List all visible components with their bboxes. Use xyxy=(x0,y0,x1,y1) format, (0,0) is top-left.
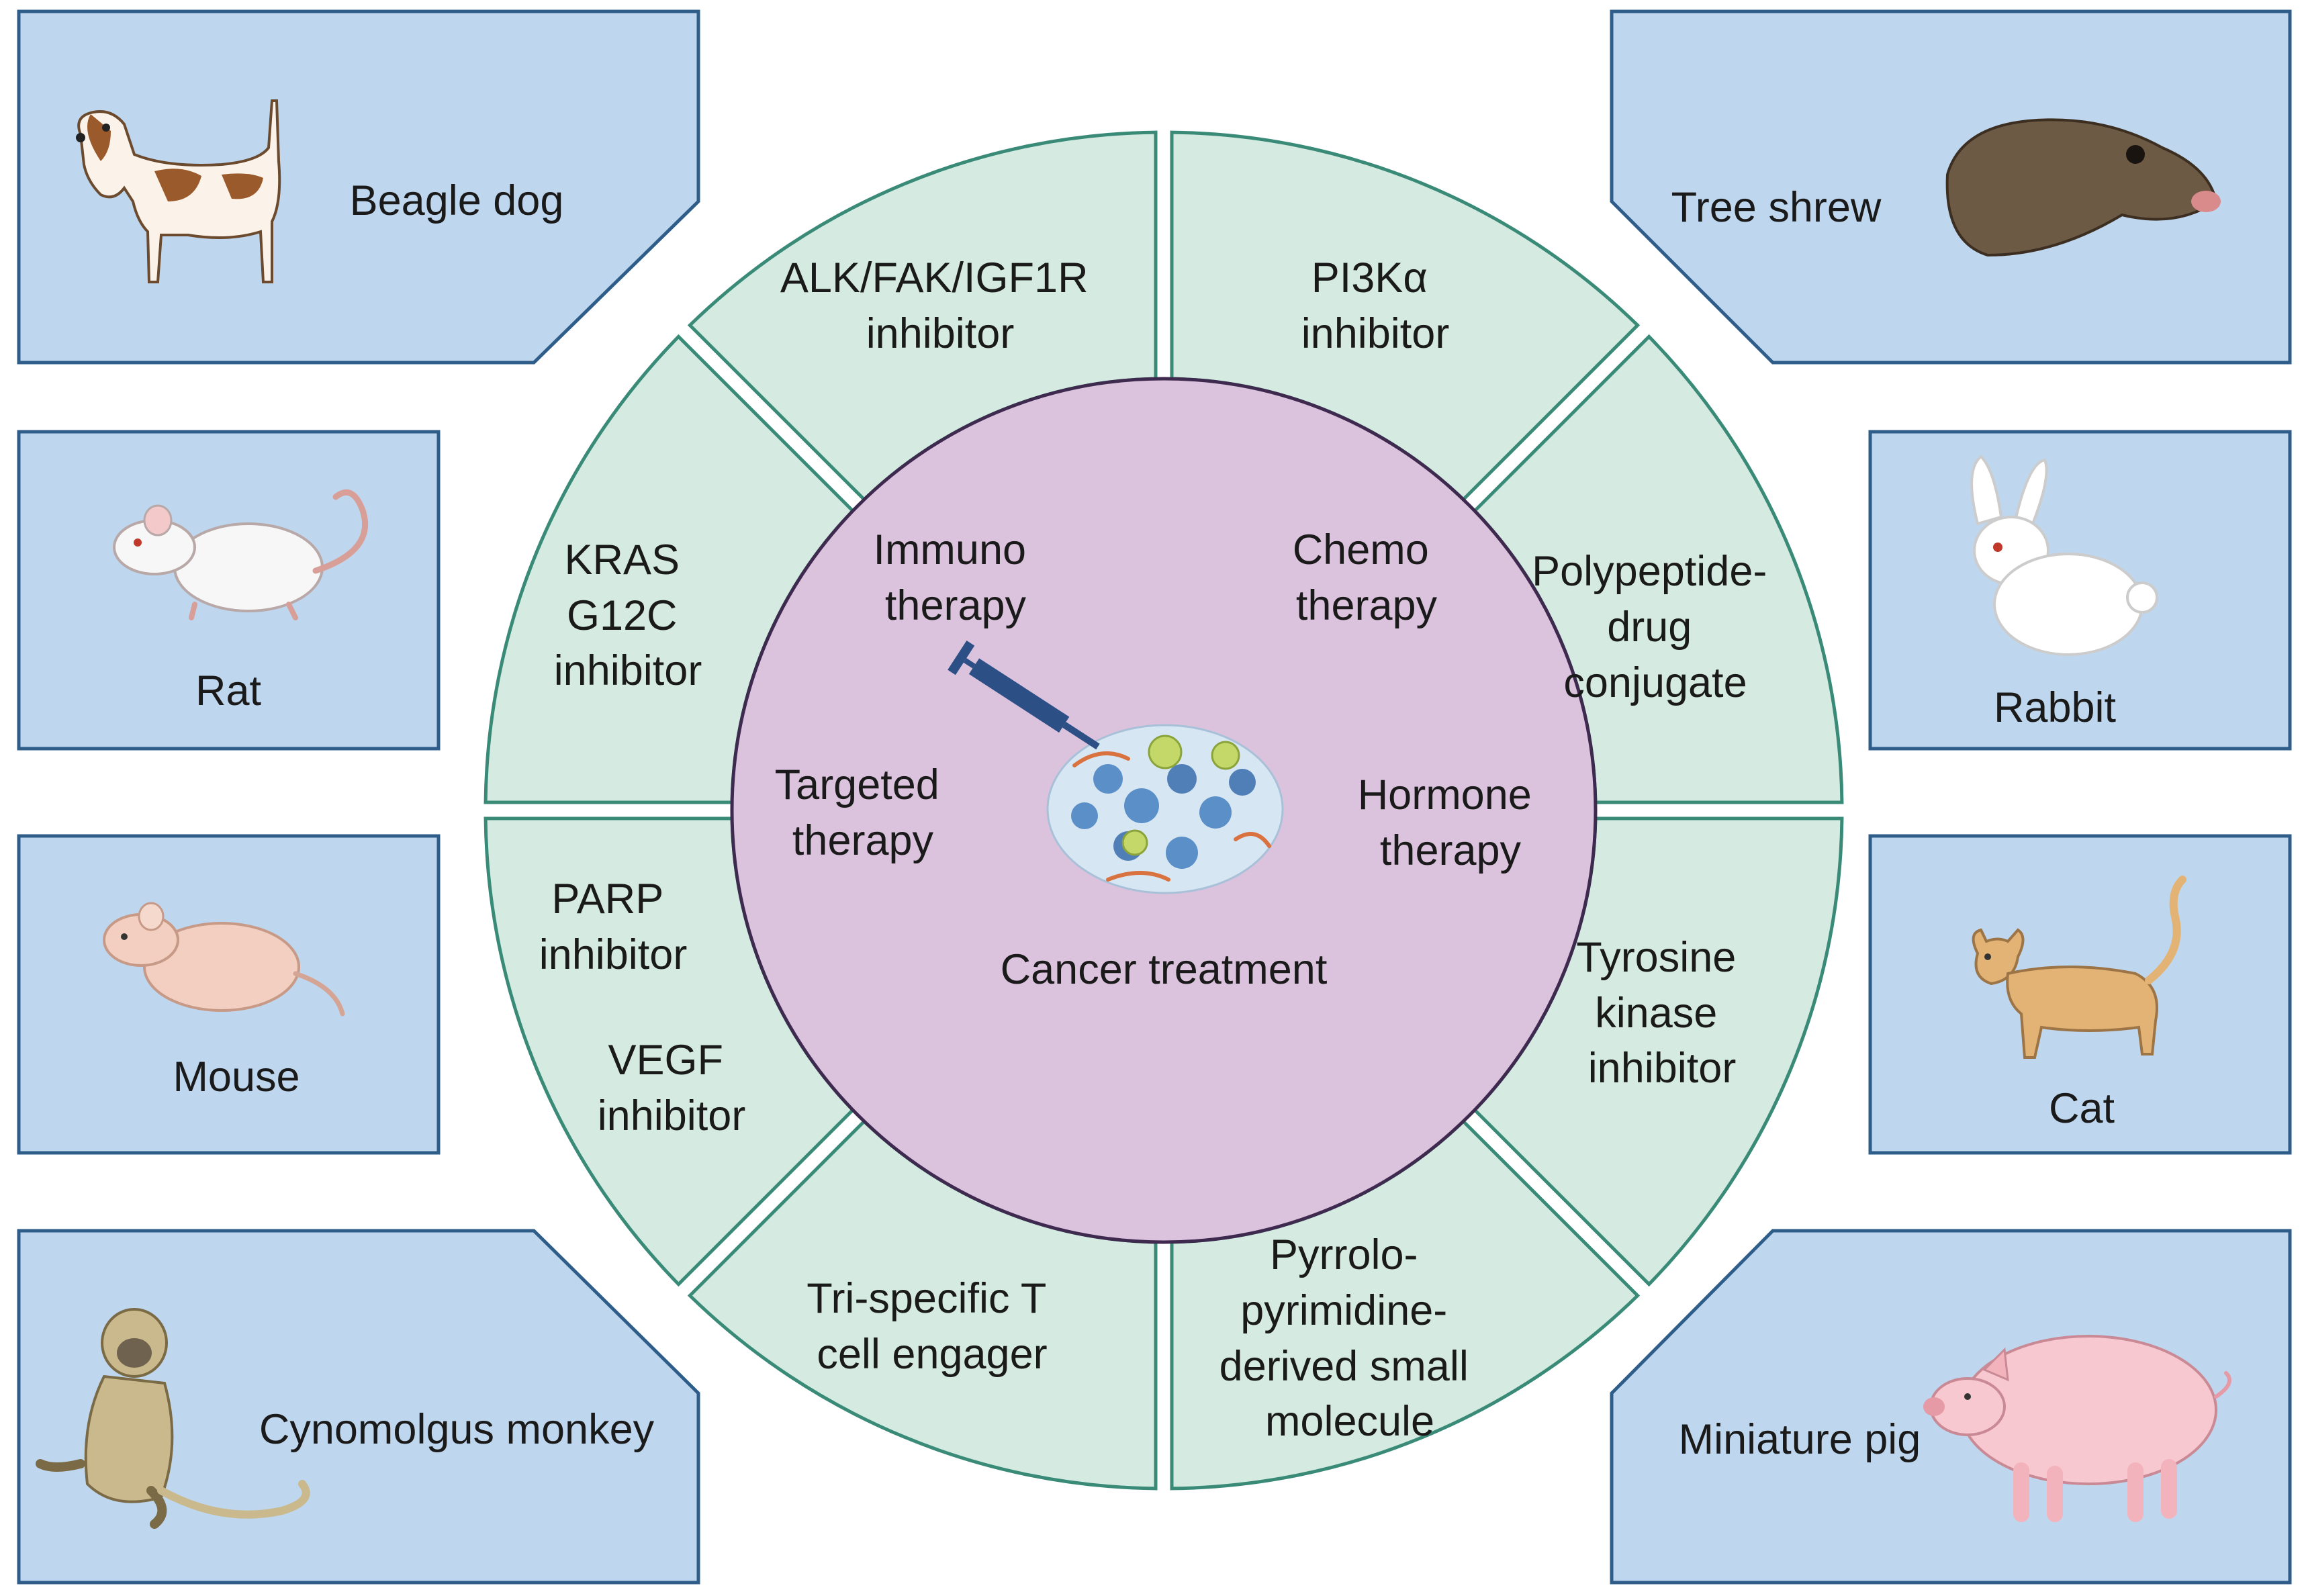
animal-label-rat: Rat xyxy=(195,667,262,714)
segment-label-parp: PARP inhibitor xyxy=(539,876,688,978)
animal-label-beagle: Beagle dog xyxy=(350,177,564,224)
segment-label-kras: KRAS G12C inhibitor xyxy=(554,536,702,694)
card-tree-shrew: Tree shrew xyxy=(1610,9,2292,365)
rat-icon xyxy=(113,489,369,620)
pig-icon xyxy=(1923,1335,2231,1522)
tumor-with-syringe-icon xyxy=(948,641,1284,894)
animal-label-pig: Miniature pig xyxy=(1679,1416,1921,1463)
animal-label-mouse: Mouse xyxy=(173,1053,299,1100)
rabbit-icon xyxy=(1970,455,2158,656)
card-cat: Cat xyxy=(1868,834,2292,1155)
animal-label-cat: Cat xyxy=(2049,1085,2115,1132)
monkey-icon xyxy=(36,1308,310,1529)
tree-shrew-icon xyxy=(1945,118,2221,257)
segment-label-vegf: VEGF inhibitor xyxy=(598,1037,746,1139)
segment-label-tki: Tyrosine kinase inhibitor xyxy=(1576,934,1748,1092)
cat-icon xyxy=(1972,876,2186,1059)
segment-label-pi3k: PI3Kα inhibitor xyxy=(1301,254,1450,357)
mouse-icon xyxy=(103,902,345,1017)
therapy-hormone: Hormone therapy xyxy=(1358,771,1544,874)
segment-label-ppdc: Polypeptide- drug conjugate xyxy=(1532,548,1779,706)
animal-label-rabbit: Rabbit xyxy=(1994,684,2117,731)
animal-label-monkey: Cynomolgus monkey xyxy=(259,1406,655,1453)
therapy-immuno: Immuno therapy xyxy=(873,526,1038,629)
card-mouse: Mouse xyxy=(17,834,441,1155)
card-miniature-pig: Miniature pig xyxy=(1610,1229,2292,1585)
segment-label-pyrrolo: Pyrrolo- pyrimidine- derived small molec… xyxy=(1219,1231,1481,1445)
center-title: Cancer treatment xyxy=(1001,946,1328,993)
segment-label-trispecific: Tri-specific T cell engager xyxy=(807,1275,1057,1378)
therapy-chemo: Chemo therapy xyxy=(1293,526,1441,629)
therapy-targeted: Targeted therapy xyxy=(775,761,952,864)
animal-label-tree-shrew: Tree shrew xyxy=(1671,184,1882,231)
card-beagle-dog: Beagle dog xyxy=(17,9,700,365)
card-rat: Rat xyxy=(17,430,441,751)
segment-label-alk: ALK/FAK/IGF1R inhibitor xyxy=(780,254,1100,357)
card-rabbit: Rabbit xyxy=(1868,430,2292,751)
card-cynomolgus-monkey: Cynomolgus monkey xyxy=(17,1229,700,1585)
beagle-dog-icon xyxy=(76,99,281,283)
